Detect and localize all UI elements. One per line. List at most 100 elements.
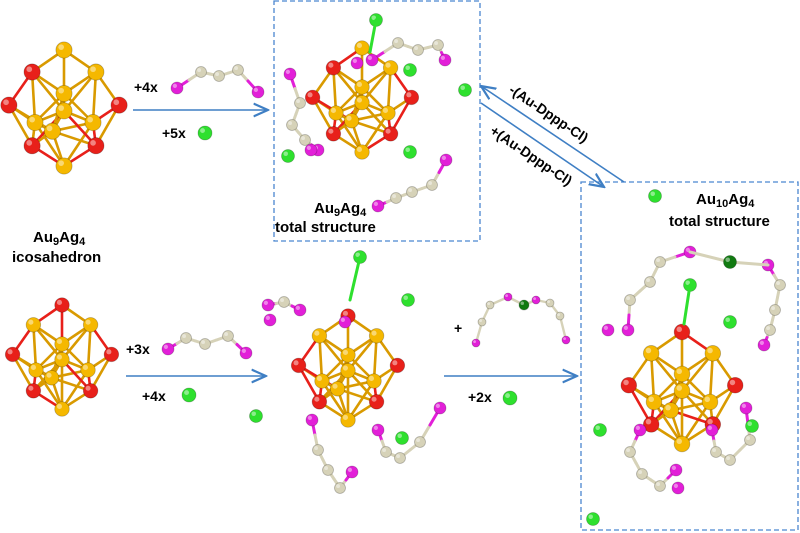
carbon-atom bbox=[645, 277, 656, 288]
cluster-bottom-left-atom bbox=[83, 317, 98, 332]
cluster-description: icosahedron bbox=[12, 249, 101, 266]
carbon-atom bbox=[381, 447, 392, 458]
chlorine-atom bbox=[250, 410, 263, 423]
atom-highlight bbox=[266, 316, 270, 320]
atom-highlight bbox=[368, 56, 372, 60]
phosphorus-atom bbox=[264, 314, 276, 326]
cluster-bottom-left-atom bbox=[55, 298, 70, 313]
atom-highlight bbox=[595, 425, 600, 430]
ligand-atom bbox=[556, 312, 564, 320]
cluster-top-box-atom bbox=[355, 80, 370, 95]
atom-highlight bbox=[58, 160, 64, 166]
carbon-atom bbox=[407, 187, 418, 198]
atom-highlight bbox=[547, 300, 550, 303]
atom-highlight bbox=[397, 433, 402, 438]
carbon-atom bbox=[279, 297, 290, 308]
atom-highlight bbox=[347, 116, 352, 121]
cluster-bottom-mid-atom bbox=[369, 328, 384, 343]
cluster-right-box-atom bbox=[674, 436, 690, 452]
atom-highlight bbox=[624, 326, 628, 330]
phosphorus-atom bbox=[602, 324, 614, 336]
chlorine-atom bbox=[587, 513, 600, 526]
atom-highlight bbox=[224, 332, 228, 336]
atom-highlight bbox=[626, 296, 630, 300]
atom-highlight bbox=[251, 411, 256, 416]
cluster-top-box-atom bbox=[355, 95, 370, 110]
atom-highlight bbox=[8, 349, 13, 354]
atom-highlight bbox=[83, 365, 88, 370]
atom-highlight bbox=[382, 448, 386, 452]
chlorine-atom bbox=[198, 126, 212, 140]
cluster-right-box-atom bbox=[646, 394, 662, 410]
atom-highlight bbox=[479, 319, 482, 322]
atom-highlight bbox=[638, 470, 642, 474]
phosphorus-atom bbox=[171, 82, 183, 94]
cluster-bottom-left-atom bbox=[5, 347, 20, 362]
phosphorus-atom bbox=[622, 324, 634, 336]
atom-highlight bbox=[308, 416, 312, 420]
atom-highlight bbox=[771, 306, 775, 310]
atom-highlight bbox=[646, 419, 651, 424]
atom-highlight bbox=[405, 65, 410, 70]
cluster-bottom-mid-atom bbox=[291, 358, 306, 373]
atom-highlight bbox=[416, 438, 420, 442]
atom-highlight bbox=[674, 484, 678, 488]
atom-highlight bbox=[3, 99, 9, 105]
carbon-atom bbox=[323, 465, 334, 476]
reagent-chloride-bottom-count: +4x bbox=[142, 388, 166, 404]
cluster-bottom-mid-atom bbox=[341, 363, 356, 378]
atom-highlight bbox=[348, 468, 352, 472]
atom-highlight bbox=[386, 129, 391, 134]
carbon-atom bbox=[313, 445, 324, 456]
atom-highlight bbox=[343, 311, 348, 316]
atom-highlight bbox=[406, 92, 411, 97]
cluster-right-box-atom bbox=[663, 403, 679, 419]
cluster-top-box-atom bbox=[344, 114, 359, 129]
carbon-atom bbox=[196, 67, 207, 78]
cluster-top-left-atom bbox=[56, 42, 72, 58]
atom-highlight bbox=[90, 140, 96, 146]
bond bbox=[350, 257, 360, 300]
phosphorus-atom bbox=[758, 339, 770, 351]
phosphorus-atom bbox=[306, 414, 318, 426]
atom-highlight bbox=[677, 385, 682, 390]
atom-highlight bbox=[317, 376, 322, 381]
chlorine-atom bbox=[402, 294, 415, 307]
carbon-atom bbox=[391, 193, 402, 204]
carbon-atom bbox=[625, 447, 636, 458]
cluster-bottom-left-atom bbox=[44, 371, 59, 386]
cluster-right-box-atom bbox=[702, 394, 718, 410]
carbon-atom bbox=[295, 98, 306, 109]
atom-highlight bbox=[28, 320, 33, 325]
atom-highlight bbox=[57, 339, 62, 344]
top-box-formula: Au9Ag4 bbox=[314, 200, 367, 219]
ligand-atom bbox=[546, 299, 554, 307]
atom-highlight bbox=[383, 108, 388, 113]
phosphorus-atom bbox=[366, 54, 378, 66]
phosphorus-atom bbox=[240, 347, 252, 359]
reagent-chloride-top-count: +5x bbox=[162, 125, 186, 141]
atom-highlight bbox=[636, 426, 640, 430]
atom-highlight bbox=[408, 188, 412, 192]
carbon-atom bbox=[233, 65, 244, 76]
cluster-bottom-mid-atom bbox=[341, 348, 356, 363]
cluster-right-box-atom bbox=[674, 324, 690, 340]
atom-highlight bbox=[301, 136, 305, 140]
chlorine-atom bbox=[282, 150, 295, 163]
carbon-atom bbox=[181, 333, 192, 344]
atom-highlight bbox=[201, 340, 205, 344]
cluster-top-left-atom bbox=[24, 138, 40, 154]
cluster-top-left-atom bbox=[24, 64, 40, 80]
atom-highlight bbox=[623, 380, 628, 385]
atom-highlight bbox=[442, 156, 446, 160]
carbon-atom bbox=[655, 257, 666, 268]
atom-highlight bbox=[436, 404, 440, 408]
chlorine-atom bbox=[182, 388, 196, 402]
atom-highlight bbox=[405, 147, 410, 152]
atom-highlight bbox=[328, 129, 333, 134]
carbon-atom bbox=[300, 135, 311, 146]
phosphorus-atom bbox=[305, 144, 317, 156]
atom-highlight bbox=[372, 331, 377, 336]
cluster-top-left-atom bbox=[88, 64, 104, 80]
atom-highlight bbox=[563, 337, 566, 340]
